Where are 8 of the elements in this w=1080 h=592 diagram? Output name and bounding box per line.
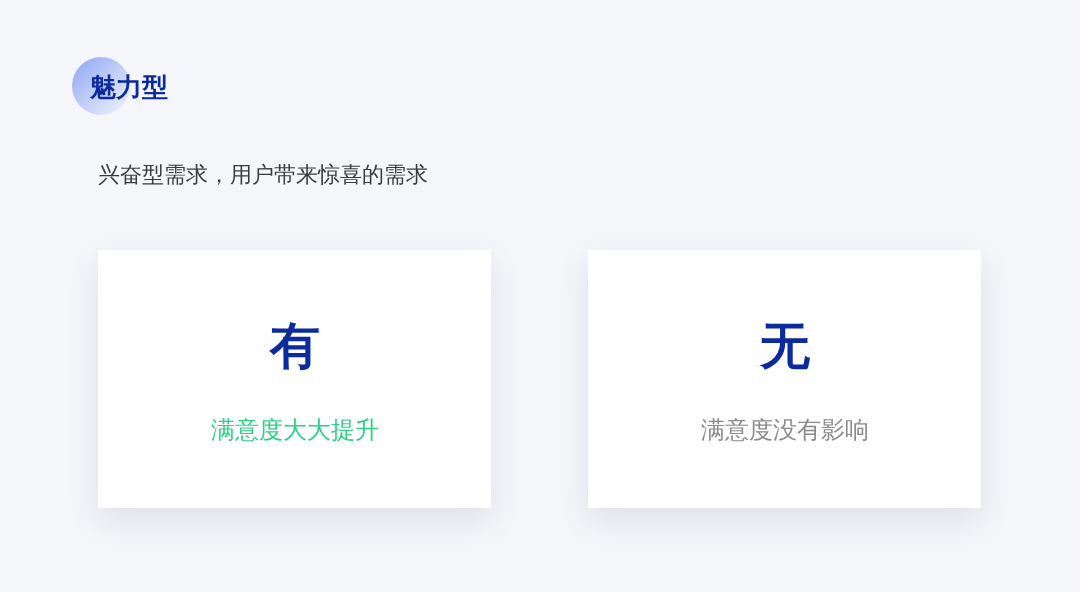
title: 魅力型 <box>90 71 168 104</box>
card-description: 满意度大大提升 <box>210 415 379 446</box>
card-description: 满意度没有影响 <box>700 415 869 446</box>
card-heading: 无 <box>759 316 810 376</box>
card-heading: 有 <box>269 316 320 376</box>
card <box>588 250 981 508</box>
subtitle: 兴奋型需求，用户带来惊喜的需求 <box>98 161 428 189</box>
card <box>98 250 491 508</box>
